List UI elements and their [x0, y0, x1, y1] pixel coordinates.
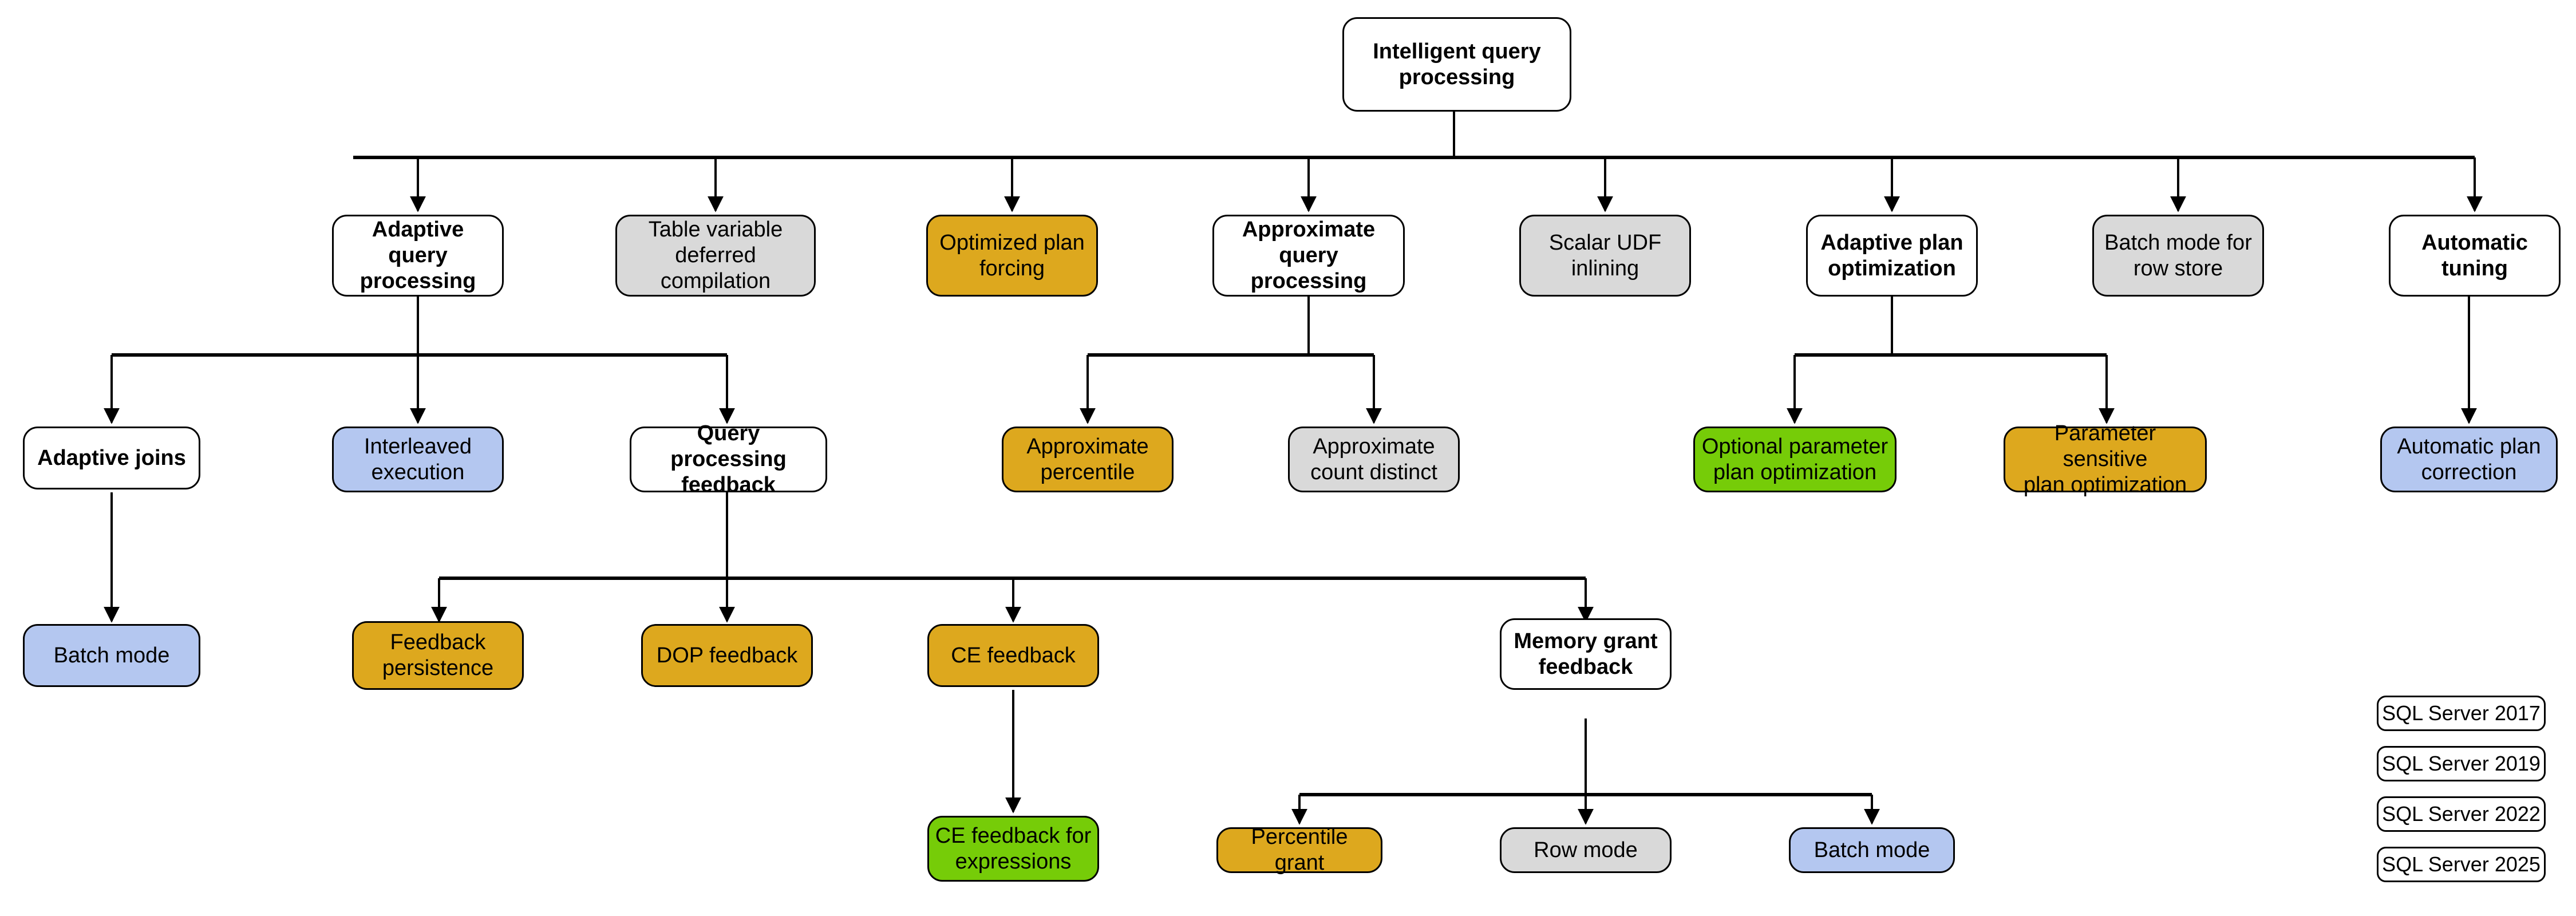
node-optional-parameter-plan-optimization[interactable]: Optional parameter plan optimization: [1693, 427, 1897, 492]
node-percentile-grant[interactable]: Percentile grant: [1216, 825, 1382, 875]
legend-item-sql-server-2017[interactable]: SQL Server 2017: [2377, 696, 2546, 731]
node-parameter-sensitive-plan-optimization[interactable]: Parameter sensitive plan optimization: [2004, 421, 2207, 497]
node-ce-feedback-for-expressions[interactable]: CE feedback for expressions: [927, 816, 1099, 882]
node-query-processing-feedback[interactable]: Query processing feedback: [630, 421, 827, 497]
node-memory-grant-feedback[interactable]: Memory grant feedback: [1500, 618, 1672, 690]
node-interleaved-execution[interactable]: Interleaved execution: [332, 427, 504, 492]
node-scalar-udf-inlining[interactable]: Scalar UDF inlining: [1519, 215, 1691, 297]
node-adaptive-joins[interactable]: Adaptive joins: [23, 427, 200, 489]
node-intelligent-query-processing[interactable]: Intelligent query processing: [1342, 17, 1571, 112]
node-optimized-plan-forcing[interactable]: Optimized plan forcing: [926, 215, 1098, 297]
legend-item-sql-server-2022[interactable]: SQL Server 2022: [2377, 796, 2546, 832]
node-feedback-persistence[interactable]: Feedback persistence: [352, 621, 524, 690]
node-ce-feedback[interactable]: CE feedback: [927, 624, 1099, 687]
node-automatic-plan-correction[interactable]: Automatic plan correction: [2380, 427, 2558, 492]
node-table-variable-deferred-compilation[interactable]: Table variable deferred compilation: [615, 215, 816, 297]
node-adaptive-query-processing[interactable]: Adaptive query processing: [332, 215, 504, 297]
node-automatic-tuning[interactable]: Automatic tuning: [2389, 215, 2561, 297]
legend-item-sql-server-2025[interactable]: SQL Server 2025: [2377, 847, 2546, 882]
node-batch-mode-adaptive-joins[interactable]: Batch mode: [23, 624, 200, 687]
node-dop-feedback[interactable]: DOP feedback: [641, 624, 813, 687]
node-approximate-count-distinct[interactable]: Approximate count distinct: [1288, 427, 1460, 492]
node-row-mode[interactable]: Row mode: [1500, 827, 1672, 873]
node-batch-mode-for-row-store[interactable]: Batch mode for row store: [2092, 215, 2264, 297]
node-approximate-percentile[interactable]: Approximate percentile: [1002, 427, 1174, 492]
node-batch-mode-memory-grant-feedback[interactable]: Batch mode: [1789, 827, 1955, 873]
node-approximate-query-processing[interactable]: Approximate query processing: [1212, 215, 1405, 297]
node-adaptive-plan-optimization[interactable]: Adaptive plan optimization: [1806, 215, 1978, 297]
legend-item-sql-server-2019[interactable]: SQL Server 2019: [2377, 746, 2546, 781]
